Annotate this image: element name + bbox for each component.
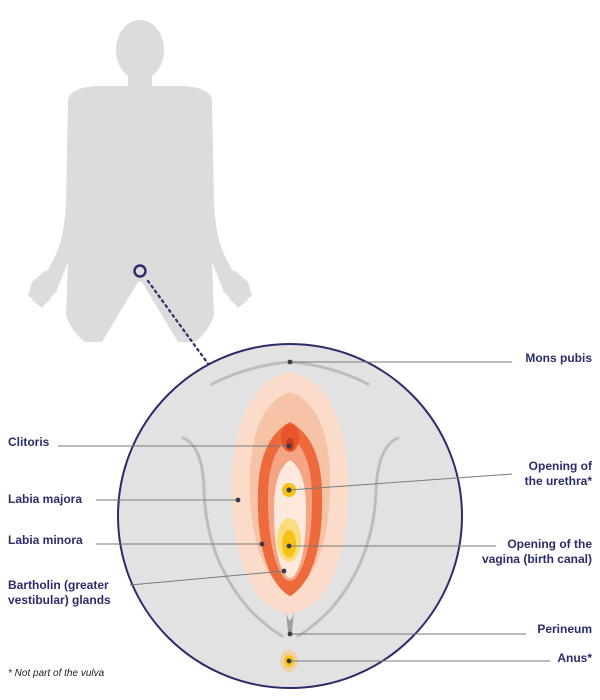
label-urethra: Opening of the urethra* — [524, 459, 592, 488]
label-labia-majora: Labia majora — [8, 492, 83, 506]
perineum-shape — [286, 612, 294, 632]
label-labia-minora: Labia minora — [8, 533, 83, 547]
location-marker-icon — [133, 264, 147, 278]
leader-lines — [58, 361, 550, 662]
label-clitoris: Clitoris — [8, 435, 50, 449]
label-perineum: Perineum — [537, 622, 592, 636]
body-silhouette — [28, 20, 252, 342]
footnote: * Not part of the vulva — [8, 668, 105, 679]
label-mons-pubis: Mons pubis — [525, 351, 592, 365]
label-anus: Anus* — [557, 651, 592, 665]
label-vagina: Opening of the vagina (birth canal) — [481, 537, 592, 566]
leader-dots — [235, 359, 293, 664]
label-bartholin: Bartholin (greater vestibular) glands — [8, 578, 111, 607]
